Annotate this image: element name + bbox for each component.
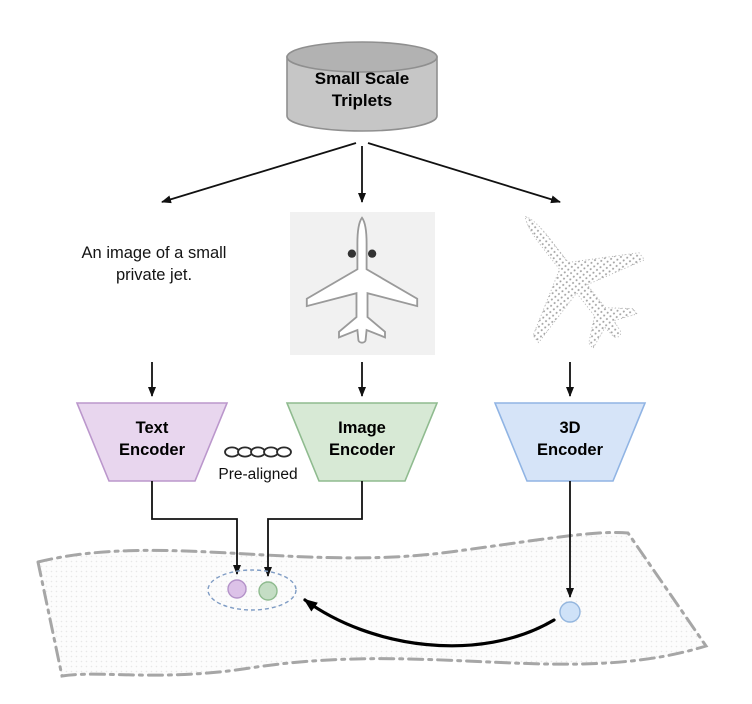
engine-left-icon	[347, 249, 357, 258]
airplane-image	[290, 212, 435, 355]
text-embedding-dot	[227, 579, 247, 599]
airplane-pointcloud	[524, 215, 646, 350]
engine-right-icon	[367, 249, 377, 258]
database-cylinder	[286, 41, 438, 132]
encoder-connectors	[151, 481, 574, 598]
arrow-to-3d	[367, 142, 561, 204]
modality-arrows	[148, 362, 574, 397]
image-embedding-dot	[258, 581, 278, 601]
text-encoder-connector	[151, 481, 241, 575]
aligned-cluster-ellipse	[207, 569, 297, 611]
image-encoder-shape	[285, 402, 439, 482]
text-encoder-shape	[75, 402, 229, 482]
threed-encoder-shape	[493, 402, 647, 482]
image-encoder-connector	[264, 481, 363, 577]
split-arrows	[161, 142, 561, 204]
threed-embedding-dot	[559, 601, 581, 623]
latent-space-surface	[36, 530, 709, 678]
arrow-to-text	[161, 142, 357, 204]
alignment-arrow	[303, 598, 556, 648]
chain-icon	[224, 446, 292, 458]
